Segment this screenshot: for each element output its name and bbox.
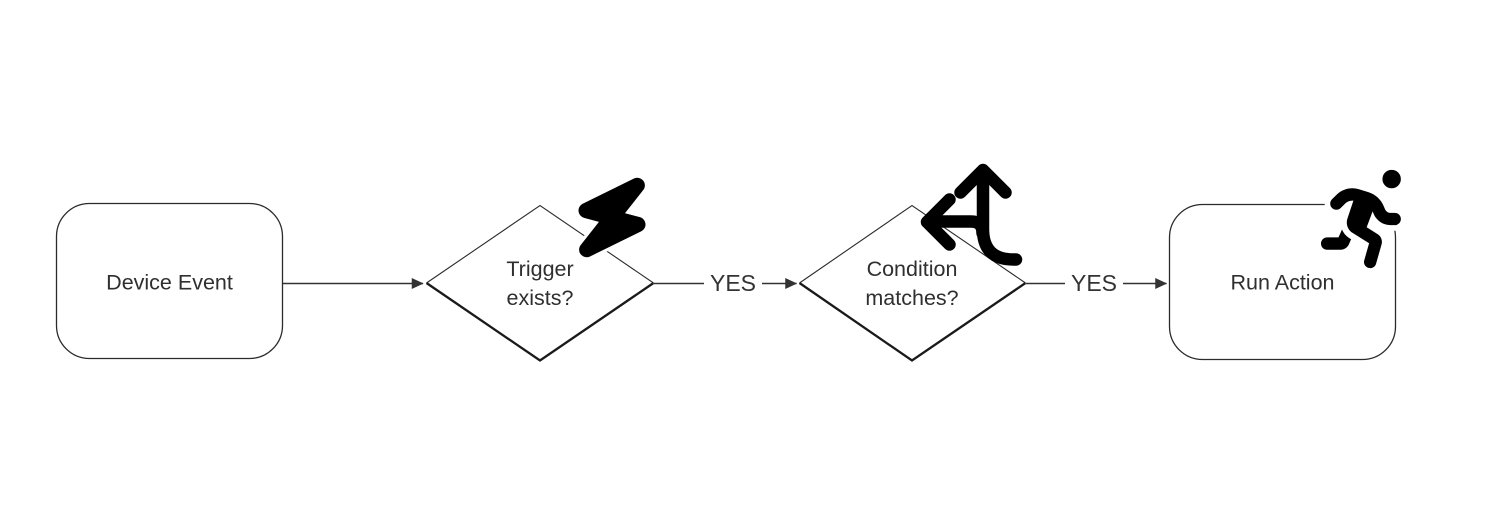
edge-label-yes-2: YES <box>1064 270 1124 296</box>
lightning-bolt-icon <box>575 174 649 261</box>
node-device-event-shape <box>55 202 284 360</box>
node-condition-matches-label: Condition matches? <box>865 257 959 310</box>
node-run-action-label: Run Action <box>1230 270 1335 295</box>
node-device-event-label: Device Event <box>106 270 233 295</box>
edge-label-yes-1: YES <box>703 270 763 296</box>
split-arrows-icon <box>920 163 1023 266</box>
person-running-icon <box>1315 164 1407 274</box>
node-trigger-exists-label: Trigger exists? <box>506 257 574 310</box>
